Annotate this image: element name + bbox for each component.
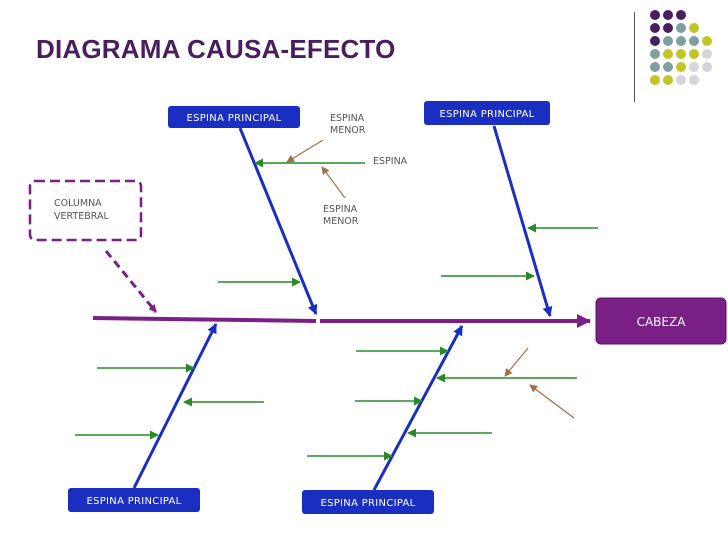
espina-menor-label-1a: ESPINA <box>330 113 365 124</box>
decor-dot <box>650 49 660 59</box>
columna-label-2: VERTEBRAL <box>54 211 109 222</box>
decor-dot <box>663 36 673 46</box>
minor-arrow <box>286 139 324 163</box>
espina-principal-box-tr <box>424 101 550 125</box>
minor-arrow <box>504 347 529 377</box>
decor-dot <box>702 62 712 72</box>
decor-dot <box>702 49 712 59</box>
decor-dot <box>650 10 660 20</box>
decor-dot <box>676 49 686 59</box>
decor-dot <box>650 62 660 72</box>
decor-dot <box>676 62 686 72</box>
page-title: DIAGRAMA CAUSA-EFECTO <box>36 34 396 64</box>
decor-dot <box>689 62 699 72</box>
espina-principal-box-br <box>302 490 434 514</box>
decor-dot <box>663 62 673 72</box>
head-box <box>595 297 727 345</box>
espina-principal-label-tr: ESPINA PRINCIPAL <box>439 109 534 120</box>
decor-dot <box>676 36 686 46</box>
decor-dot <box>663 49 673 59</box>
decor-dot <box>663 23 673 33</box>
espina-principal-label-bl: ESPINA PRINCIPAL <box>86 496 181 507</box>
decor-dot <box>689 75 699 85</box>
decor-dot <box>650 36 660 46</box>
columna-box <box>28 179 143 242</box>
decor-dot <box>676 23 686 33</box>
espina-menor-label-2b: MENOR <box>323 216 359 227</box>
bone-bottom-left <box>132 323 218 489</box>
decor-divider <box>634 12 635 102</box>
espina-label: ESPINA <box>373 156 408 167</box>
decor-dot <box>676 75 686 85</box>
decor-dot <box>663 75 673 85</box>
columna-pointer <box>104 250 158 313</box>
minor-arrow <box>529 384 575 419</box>
columna-label-1: COLUMNA <box>54 198 102 209</box>
decor-dot <box>689 49 699 59</box>
decor-dot <box>650 23 660 33</box>
bone-top-left <box>238 127 318 315</box>
decor-dot <box>702 36 712 46</box>
head-label: CABEZA <box>637 315 687 329</box>
bone-top-right <box>492 125 553 317</box>
decor-dot <box>689 36 699 46</box>
espina-menor-label-2a: ESPINA <box>323 204 358 215</box>
decor-dot <box>676 10 686 20</box>
minor-arrow <box>321 166 346 199</box>
main-spine-left <box>92 316 317 323</box>
espina-principal-box-tl <box>168 106 300 128</box>
decor-dot <box>650 75 660 85</box>
espina-principal-label-tl: ESPINA PRINCIPAL <box>186 113 281 124</box>
espina-principal-label-br: ESPINA PRINCIPAL <box>320 498 415 509</box>
espina-menor-label-1b: MENOR <box>330 125 366 136</box>
espina-principal-box-bl <box>68 488 200 512</box>
decor-dot <box>689 23 699 33</box>
decor-dot <box>663 10 673 20</box>
